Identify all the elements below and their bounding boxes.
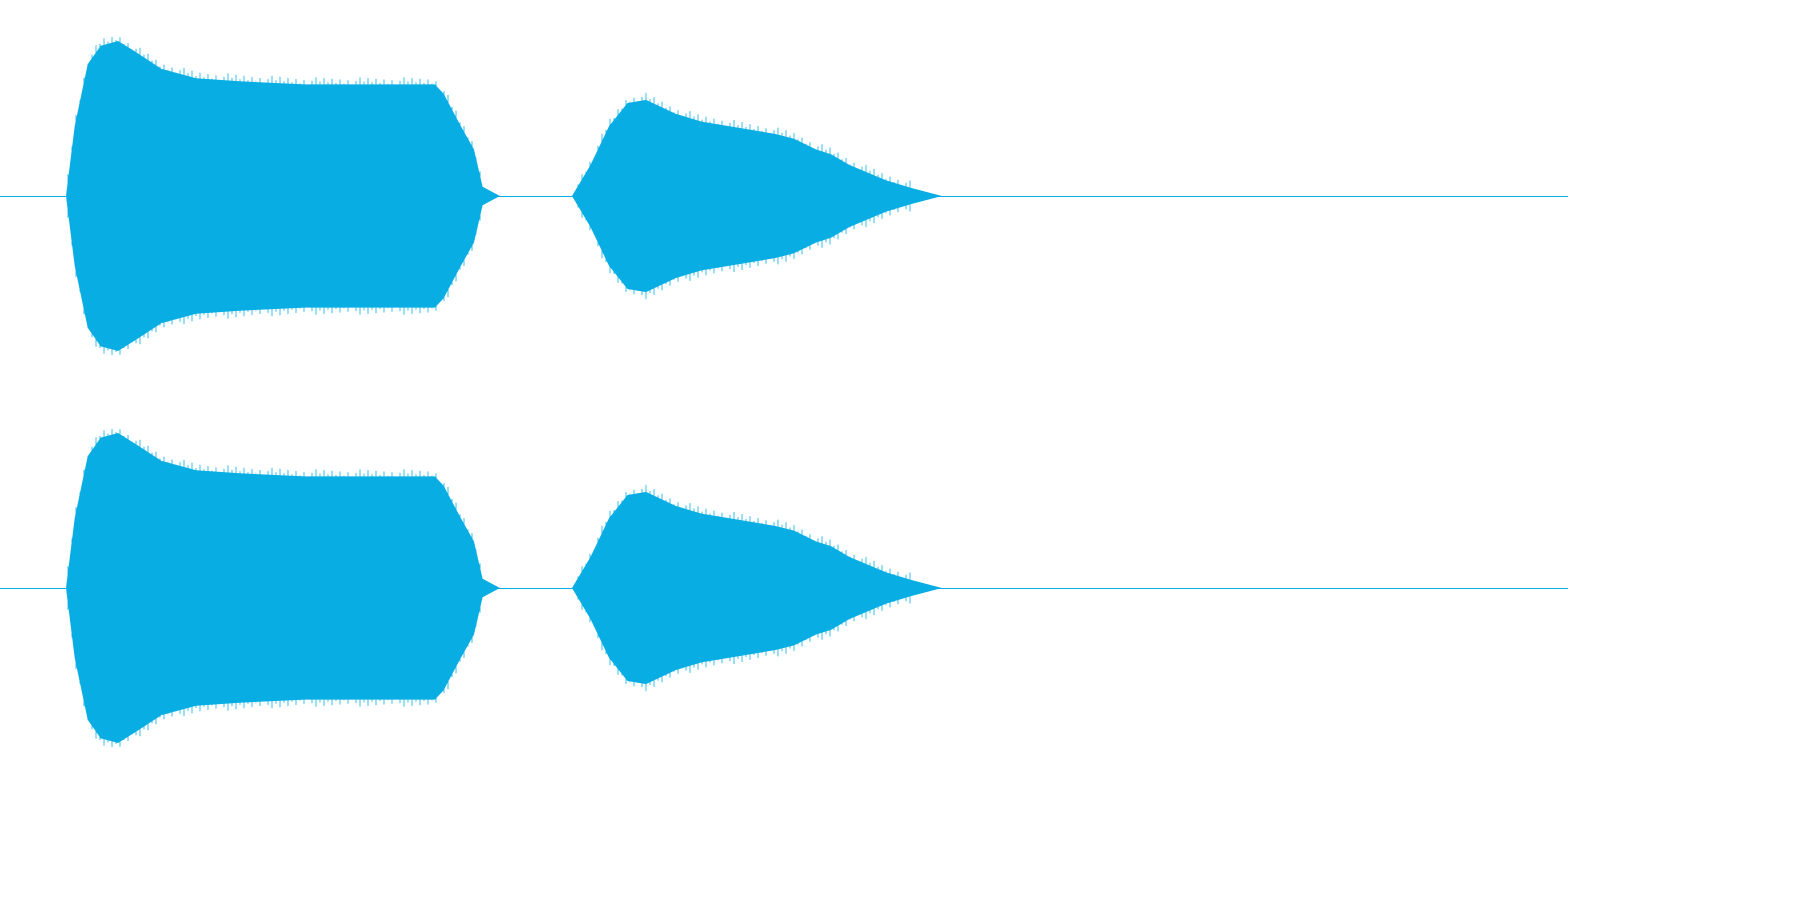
waveform-channel-1	[0, 37, 1568, 355]
waveform-canvas	[0, 37, 1568, 747]
waveform-burst-texture	[577, 484, 911, 692]
waveform-burst	[66, 41, 500, 351]
waveform-burst-texture	[577, 92, 911, 300]
waveform-burst	[572, 491, 942, 685]
waveform-burst-texture	[67, 429, 485, 747]
waveform-burst	[66, 433, 500, 743]
waveform-channel-2	[0, 429, 1568, 747]
waveform-view	[0, 37, 1568, 747]
waveform-burst	[572, 99, 942, 293]
waveform-burst-texture	[67, 37, 485, 355]
